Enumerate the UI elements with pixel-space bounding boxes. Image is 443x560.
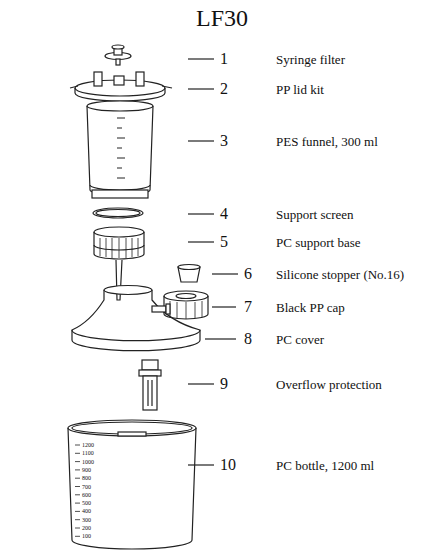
graduation-mark: 500	[82, 500, 91, 506]
graduation-mark: 1000	[82, 459, 94, 465]
graduation-tick	[75, 445, 80, 446]
part-name: Syringe filter	[276, 53, 345, 66]
callout-number: 6	[244, 266, 252, 282]
graduation-mark: 600	[82, 492, 91, 498]
callout-number: 4	[220, 206, 228, 222]
part-name: Overflow protection	[276, 378, 382, 391]
part-name: Black PP cap	[276, 301, 345, 314]
graduation-tick	[75, 494, 80, 495]
graduation-mark: 400	[82, 508, 91, 514]
callout-number: 8	[244, 331, 252, 347]
graduation-mark: 1200	[82, 442, 94, 448]
graduation-mark: 800	[82, 475, 91, 481]
graduation-tick	[75, 469, 80, 470]
callout-number: 3	[220, 133, 228, 149]
callout-number: 2	[220, 81, 228, 97]
graduation-tick	[75, 519, 80, 520]
graduation-tick	[75, 453, 80, 454]
graduation-mark: 200	[82, 525, 91, 531]
callout-number: 9	[220, 376, 228, 392]
part-name: PC cover	[276, 333, 324, 346]
part-name: PC support base	[276, 236, 361, 249]
graduation-tick	[75, 478, 80, 479]
callout-number: 7	[244, 299, 252, 315]
graduation-mark: 900	[82, 467, 91, 473]
callout-number: 1	[220, 51, 228, 67]
graduation-tick	[75, 528, 80, 529]
graduation-tick	[75, 503, 80, 504]
graduation-tick	[75, 486, 80, 487]
diagram-title: LF30	[196, 6, 248, 30]
callout-number: 10	[220, 457, 236, 473]
part-name: PES funnel, 300 ml	[276, 135, 378, 148]
graduation-mark: 100	[82, 533, 91, 539]
graduation-mark: 300	[82, 517, 91, 523]
graduation-mark: 700	[82, 484, 91, 490]
graduation-mark: 1100	[82, 450, 94, 456]
part-name: Silicone stopper (No.16)	[276, 268, 404, 281]
graduation-tick	[75, 461, 80, 462]
callout-number: 5	[220, 234, 228, 250]
part-name: Support screen	[276, 208, 354, 221]
graduation-tick	[75, 511, 80, 512]
part-name: PP lid kit	[276, 83, 324, 96]
part-name: PC bottle, 1200 ml	[276, 459, 374, 472]
graduation-tick	[75, 536, 80, 537]
